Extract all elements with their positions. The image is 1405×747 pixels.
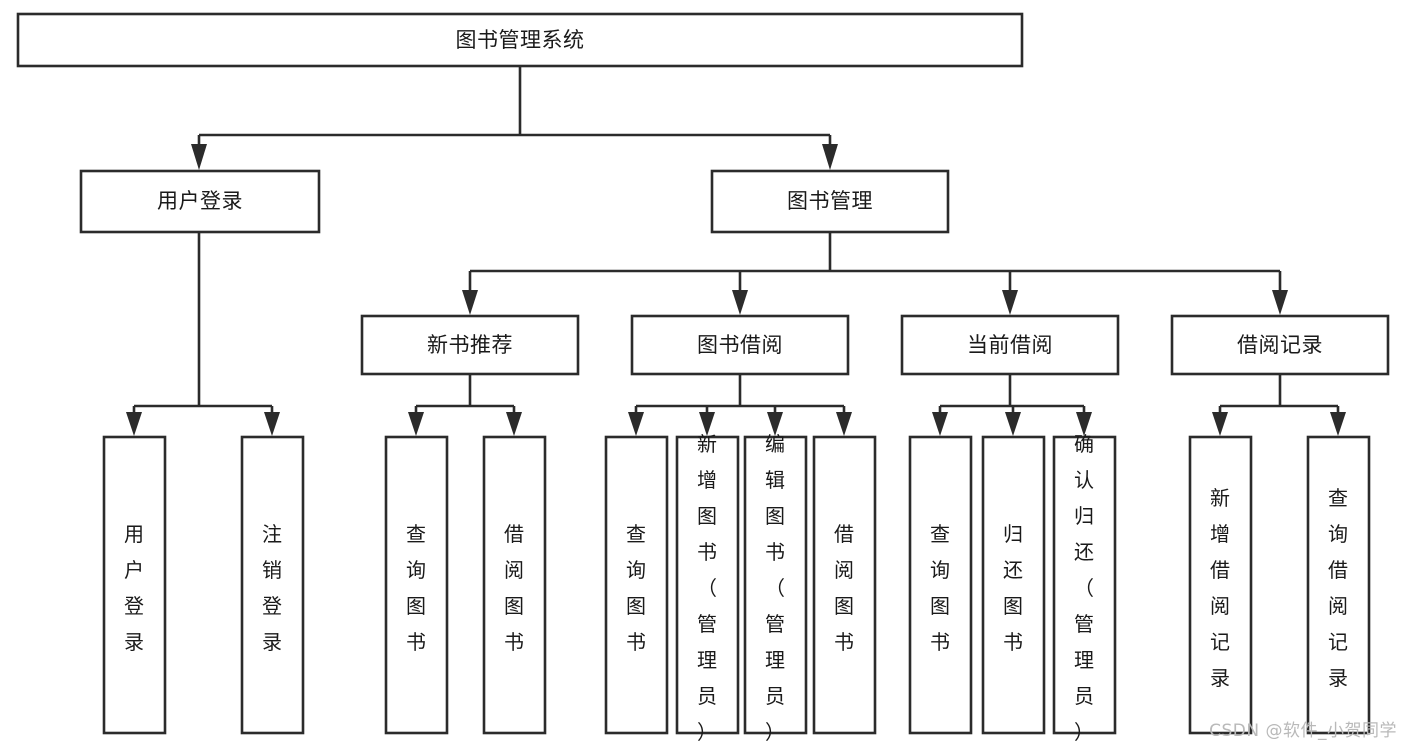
node-leaf-user-logout-box bbox=[240, 435, 305, 735]
node-current-borrow-box bbox=[900, 314, 1120, 376]
node-book-manage[interactable]: 图书管理 bbox=[710, 169, 950, 234]
node-leaf-add-borrow-record-label: 新增借阅记录 bbox=[1210, 486, 1230, 690]
node-leaf-add-borrow-record-box bbox=[1188, 435, 1253, 735]
node-leaf-add-borrow-record[interactable]: 新增借阅记录 bbox=[1188, 435, 1253, 735]
node-leaf-query-borrow-record-box bbox=[1306, 435, 1371, 735]
arrow-head-leaf-borrow-book-new bbox=[506, 412, 522, 436]
node-leaf-return-book-box bbox=[981, 435, 1046, 735]
arrow-head-leaf-add-book-admin bbox=[699, 412, 715, 436]
arrow-head-leaf-query-book-new bbox=[408, 412, 424, 436]
node-leaf-user-login[interactable]: 用户登录 bbox=[102, 435, 167, 735]
node-leaf-edit-book-admin[interactable]: 编辑图书（管理员） bbox=[743, 432, 808, 744]
node-root[interactable]: 图书管理系统 bbox=[16, 12, 1024, 68]
node-leaf-query-book-borrow[interactable]: 查询图书 bbox=[604, 435, 669, 735]
node-root-label: 图书管理系统 bbox=[456, 28, 585, 52]
arrow-head-current-borrow bbox=[1002, 290, 1018, 315]
node-leaf-query-book-borrow-box bbox=[604, 435, 669, 735]
arrow-head-leaf-return-book bbox=[1005, 412, 1021, 436]
arrow-head-leaf-user-login bbox=[126, 412, 142, 436]
arrow-head-leaf-query-book-borrow bbox=[628, 412, 644, 436]
node-user-login-box bbox=[79, 169, 321, 234]
arrow-head-book-borrow bbox=[732, 290, 748, 315]
node-leaf-query-borrow-record[interactable]: 查询借阅记录 bbox=[1306, 435, 1371, 735]
arrow-head-leaf-query-book-current bbox=[932, 412, 948, 436]
node-leaf-query-book-borrow-label: 查询图书 bbox=[626, 522, 646, 654]
node-leaf-edit-book-admin-label: 编辑图书（管理员） bbox=[765, 432, 785, 744]
arrow-head-new-book-recommend bbox=[462, 290, 478, 315]
arrow-head-leaf-query-borrow-record bbox=[1330, 412, 1346, 436]
connector-group-borrow-record bbox=[1212, 374, 1346, 436]
arrow-head-borrow-record bbox=[1272, 290, 1288, 315]
node-leaf-borrow-book-new-label: 借阅图书 bbox=[504, 522, 524, 654]
arrow-head-leaf-user-logout bbox=[264, 412, 280, 436]
connector-group-book-manage bbox=[462, 232, 1288, 315]
node-new-book-recommend-box bbox=[360, 314, 580, 376]
node-leaf-query-book-new-label: 查询图书 bbox=[406, 522, 426, 654]
node-leaf-borrow-book-label: 借阅图书 bbox=[834, 522, 854, 654]
node-leaf-user-logout-label: 注销登录 bbox=[262, 522, 282, 654]
arrow-head-leaf-add-borrow-record bbox=[1212, 412, 1228, 436]
node-borrow-record-label: 借阅记录 bbox=[1237, 333, 1323, 357]
node-leaf-borrow-book-new-box bbox=[482, 435, 547, 735]
connector-group-current-borrow bbox=[932, 374, 1092, 436]
node-book-manage-box bbox=[710, 169, 950, 234]
node-leaf-add-book-admin-label: 新增图书（管理员） bbox=[697, 432, 717, 744]
node-new-book-recommend[interactable]: 新书推荐 bbox=[360, 314, 580, 376]
node-leaf-return-book-label: 归还图书 bbox=[1003, 522, 1023, 654]
node-book-borrow-box bbox=[630, 314, 850, 376]
node-current-borrow-label: 当前借阅 bbox=[967, 333, 1053, 357]
node-leaf-confirm-return-admin-label: 确认归还（管理员） bbox=[1074, 432, 1094, 744]
arrow-head-leaf-borrow-book bbox=[836, 412, 852, 436]
node-borrow-record[interactable]: 借阅记录 bbox=[1170, 314, 1390, 376]
node-leaf-return-book[interactable]: 归还图书 bbox=[981, 435, 1046, 735]
connector-group-root bbox=[191, 66, 838, 170]
node-user-login-label: 用户登录 bbox=[157, 189, 243, 213]
node-book-manage-label: 图书管理 bbox=[787, 189, 873, 213]
arrow-head-leaf-confirm-return-admin bbox=[1076, 412, 1092, 436]
node-leaf-add-book-admin-box bbox=[675, 435, 740, 735]
node-leaf-query-book-new-box bbox=[384, 435, 449, 735]
node-leaf-borrow-book-new[interactable]: 借阅图书 bbox=[482, 435, 547, 735]
connector-group-user-login bbox=[126, 232, 280, 436]
node-leaf-borrow-book[interactable]: 借阅图书 bbox=[812, 435, 877, 735]
node-new-book-recommend-label: 新书推荐 bbox=[427, 333, 513, 357]
connector-group-book-borrow bbox=[628, 374, 852, 436]
node-leaf-confirm-return-admin[interactable]: 确认归还（管理员） bbox=[1052, 432, 1117, 744]
arrow-head-book-manage bbox=[822, 144, 838, 170]
node-borrow-record-box bbox=[1170, 314, 1390, 376]
node-leaf-user-login-box bbox=[102, 435, 167, 735]
node-leaf-user-logout[interactable]: 注销登录 bbox=[240, 435, 305, 735]
node-leaf-query-book-current-label: 查询图书 bbox=[930, 522, 950, 654]
node-leaf-add-book-admin[interactable]: 新增图书（管理员） bbox=[675, 432, 740, 744]
connector-group-new-book-recommend bbox=[408, 374, 522, 436]
node-user-login[interactable]: 用户登录 bbox=[79, 169, 321, 234]
node-leaf-query-book-new[interactable]: 查询图书 bbox=[384, 435, 449, 735]
arrow-head-user-login bbox=[191, 144, 207, 170]
node-book-borrow-label: 图书借阅 bbox=[697, 333, 783, 357]
node-leaf-edit-book-admin-box bbox=[743, 435, 808, 735]
node-root-box bbox=[16, 12, 1024, 68]
node-current-borrow[interactable]: 当前借阅 bbox=[900, 314, 1120, 376]
node-leaf-user-login-label: 用户登录 bbox=[124, 522, 144, 654]
arrow-head-leaf-edit-book-admin bbox=[767, 412, 783, 436]
node-leaf-confirm-return-admin-box bbox=[1052, 435, 1117, 735]
node-leaf-query-borrow-record-label: 查询借阅记录 bbox=[1328, 486, 1348, 690]
node-leaf-query-book-current-box bbox=[908, 435, 973, 735]
node-leaf-query-book-current[interactable]: 查询图书 bbox=[908, 435, 973, 735]
node-leaf-borrow-book-box bbox=[812, 435, 877, 735]
node-book-borrow[interactable]: 图书借阅 bbox=[630, 314, 850, 376]
